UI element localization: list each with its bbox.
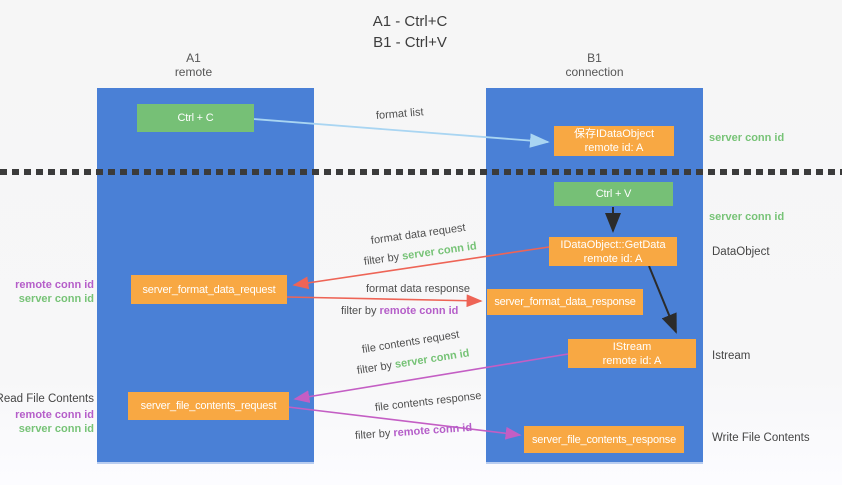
label-filter-by-remote-conn-id-1: filter by remote conn id bbox=[341, 305, 458, 317]
label-format-list: format list bbox=[375, 106, 425, 122]
column-a1-name: A1 bbox=[186, 51, 201, 65]
node-ctrl-v: Ctrl + V bbox=[554, 182, 673, 206]
left-label-remote-conn-id-format: remote conn id bbox=[15, 279, 94, 291]
node-server-format-data-request-label: server_format_data_request bbox=[142, 283, 276, 296]
filter-by-text: filter by bbox=[354, 427, 391, 442]
node-istream: IStream remote id: A bbox=[568, 339, 696, 368]
node-istream-line2: remote id: A bbox=[602, 354, 662, 367]
column-header-b1: B1 connection bbox=[486, 51, 703, 79]
label-format-data-response: format data response bbox=[366, 283, 470, 295]
filter-by-text: filter by bbox=[363, 251, 400, 268]
node-save-idataobject-line2: remote id: A bbox=[584, 142, 644, 154]
node-istream-line1: IStream bbox=[612, 340, 652, 353]
right-label-dataobject: DataObject bbox=[712, 246, 770, 258]
column-header-a1: A1 remote bbox=[85, 51, 302, 79]
session-divider-dashed-line bbox=[0, 169, 842, 175]
label-filter-by-remote-conn-id-2: filter by remote conn id bbox=[355, 422, 473, 442]
node-save-idataobject: 保存IDataObject remote id: A bbox=[554, 126, 674, 156]
right-label-server-conn-id-top: server conn id bbox=[709, 132, 785, 144]
node-idataobject-getdata-line2: remote id: A bbox=[583, 252, 643, 265]
server-conn-id-text: server conn id bbox=[394, 347, 471, 371]
column-b1-name: B1 bbox=[587, 51, 602, 65]
filter-by-text: filter by bbox=[356, 359, 393, 377]
right-label-server-conn-id-mid: server conn id bbox=[709, 211, 785, 223]
right-label-write-file-contents: Write File Contents bbox=[712, 432, 810, 444]
arrow-format-data-response bbox=[286, 294, 483, 308]
node-server-file-contents-response: server_file_contents_response bbox=[524, 426, 684, 453]
filter-by-text: filter by bbox=[341, 305, 377, 317]
node-save-idataobject-line1: 保存IDataObject bbox=[573, 128, 655, 140]
label-file-contents-response: file contents response bbox=[374, 389, 483, 414]
remote-conn-id-text: remote conn id bbox=[379, 305, 459, 317]
node-idataobject-getdata: IDataObject::GetData remote id: A bbox=[549, 237, 677, 266]
node-server-format-data-response-label: server_format_data_response bbox=[494, 296, 636, 308]
node-server-format-data-request: server_format_data_request bbox=[131, 275, 287, 304]
server-conn-id-text: server conn id bbox=[401, 240, 478, 263]
remote-conn-id-text: remote conn id bbox=[393, 421, 473, 440]
title-line-a1: A1 - Ctrl+C bbox=[372, 13, 448, 30]
node-ctrl-v-label: Ctrl + V bbox=[595, 188, 632, 200]
column-a1-subtitle: remote bbox=[174, 65, 213, 79]
node-server-file-contents-response-label: server_file_contents_response bbox=[531, 433, 676, 446]
left-label-read-file-contents: Read File Contents bbox=[0, 393, 94, 405]
title-line-b1: B1 - Ctrl+V bbox=[373, 34, 447, 51]
node-ctrl-c-label: Ctrl + C bbox=[177, 112, 214, 124]
node-idataobject-getdata-line1: IDataObject::GetData bbox=[560, 238, 666, 251]
left-label-server-conn-id-format: server conn id bbox=[18, 293, 94, 305]
node-server-file-contents-request-label: server_file_contents_request bbox=[140, 400, 277, 412]
right-label-istream: Istream bbox=[712, 350, 751, 362]
diagram-title: A1 - Ctrl+C B1 - Ctrl+V bbox=[310, 11, 510, 53]
column-b1-subtitle: connection bbox=[565, 65, 624, 79]
left-label-remote-conn-id-file: remote conn id bbox=[15, 409, 94, 421]
left-label-server-conn-id-file: server conn id bbox=[18, 423, 94, 435]
node-server-format-data-response: server_format_data_response bbox=[487, 289, 643, 315]
node-server-file-contents-request: server_file_contents_request bbox=[128, 392, 289, 420]
node-ctrl-c: Ctrl + C bbox=[137, 104, 254, 132]
